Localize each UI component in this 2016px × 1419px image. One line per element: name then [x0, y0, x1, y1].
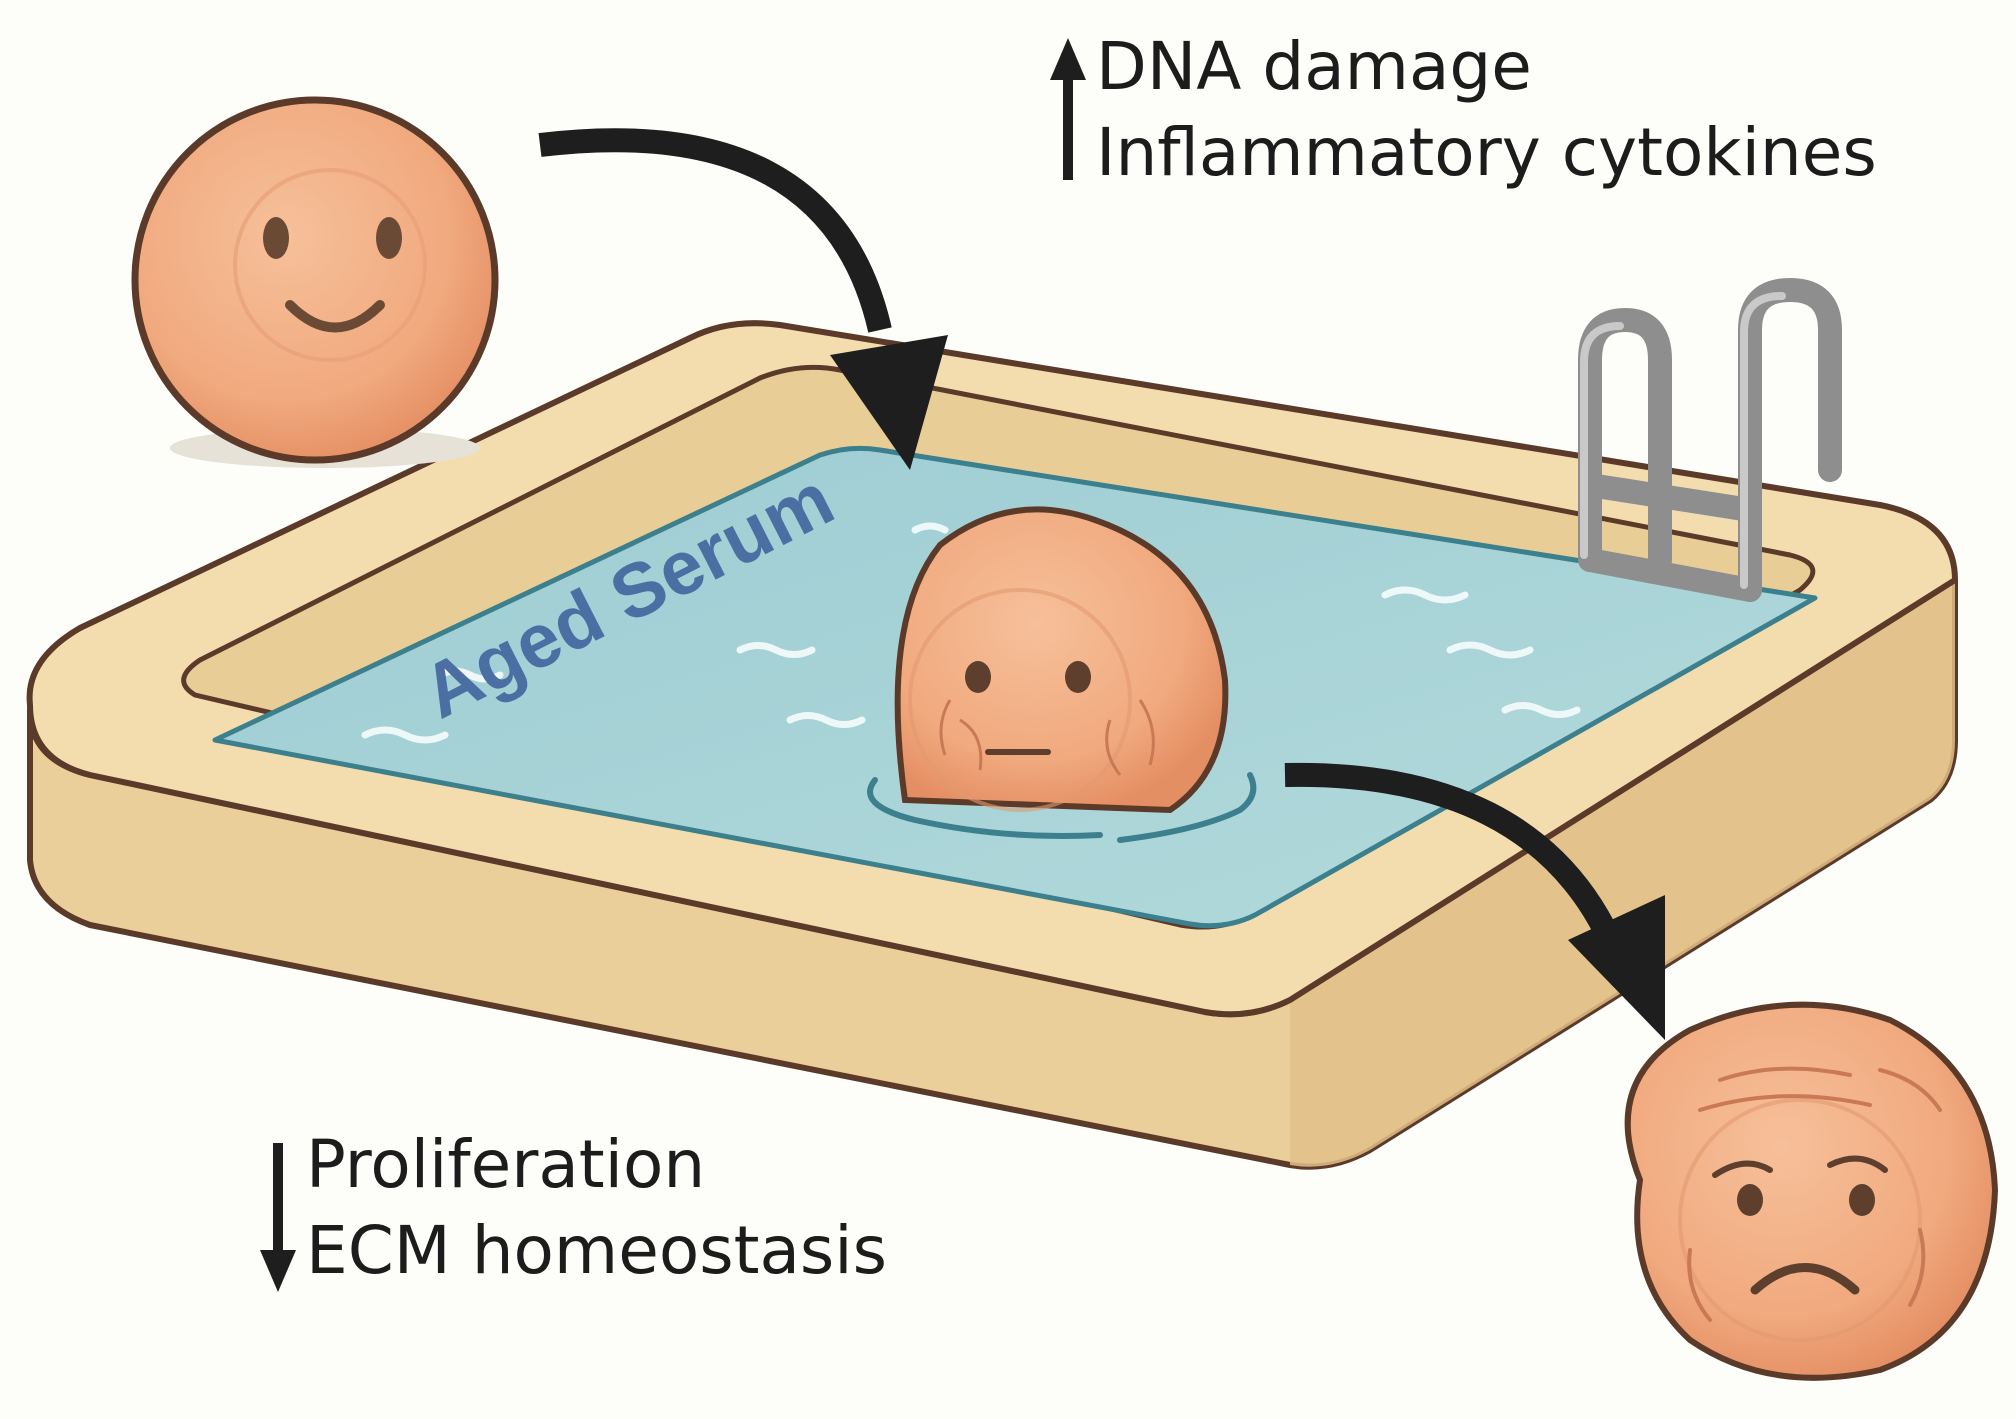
decreased-item: Proliferation — [306, 1126, 706, 1203]
decreased-item: ECM homeostasis — [306, 1212, 888, 1289]
up-arrow-icon — [1050, 38, 1086, 180]
water-waves — [361, 522, 1581, 744]
increased-item: Inflammatory cytokines — [1096, 114, 1877, 191]
decreased-list: Proliferation ECM homeostasis — [306, 1122, 887, 1294]
down-arrow-icon — [260, 1143, 296, 1292]
eye-icon — [1849, 1184, 1875, 1216]
curved-arrow-icon — [538, 128, 892, 333]
curved-arrow-icon — [1284, 762, 1621, 946]
increased-list: DNA damage Inflammatory cytokines — [1096, 24, 1877, 196]
eye-icon — [376, 217, 402, 259]
eye-icon — [1065, 661, 1091, 693]
increased-item: DNA damage — [1096, 28, 1532, 105]
frown-icon — [1750, 1263, 1860, 1295]
smile-icon — [285, 300, 385, 333]
aging-cell — [867, 506, 1257, 843]
arrow-head-icon — [1568, 895, 1665, 1040]
young-cell — [131, 96, 499, 468]
eye-icon — [263, 217, 289, 259]
eye-icon — [1737, 1184, 1763, 1216]
pool-ladder-icon — [1578, 277, 1842, 602]
eye-icon — [965, 661, 991, 693]
senescent-cell — [1624, 1001, 1999, 1381]
arrow-head-icon — [830, 335, 948, 470]
